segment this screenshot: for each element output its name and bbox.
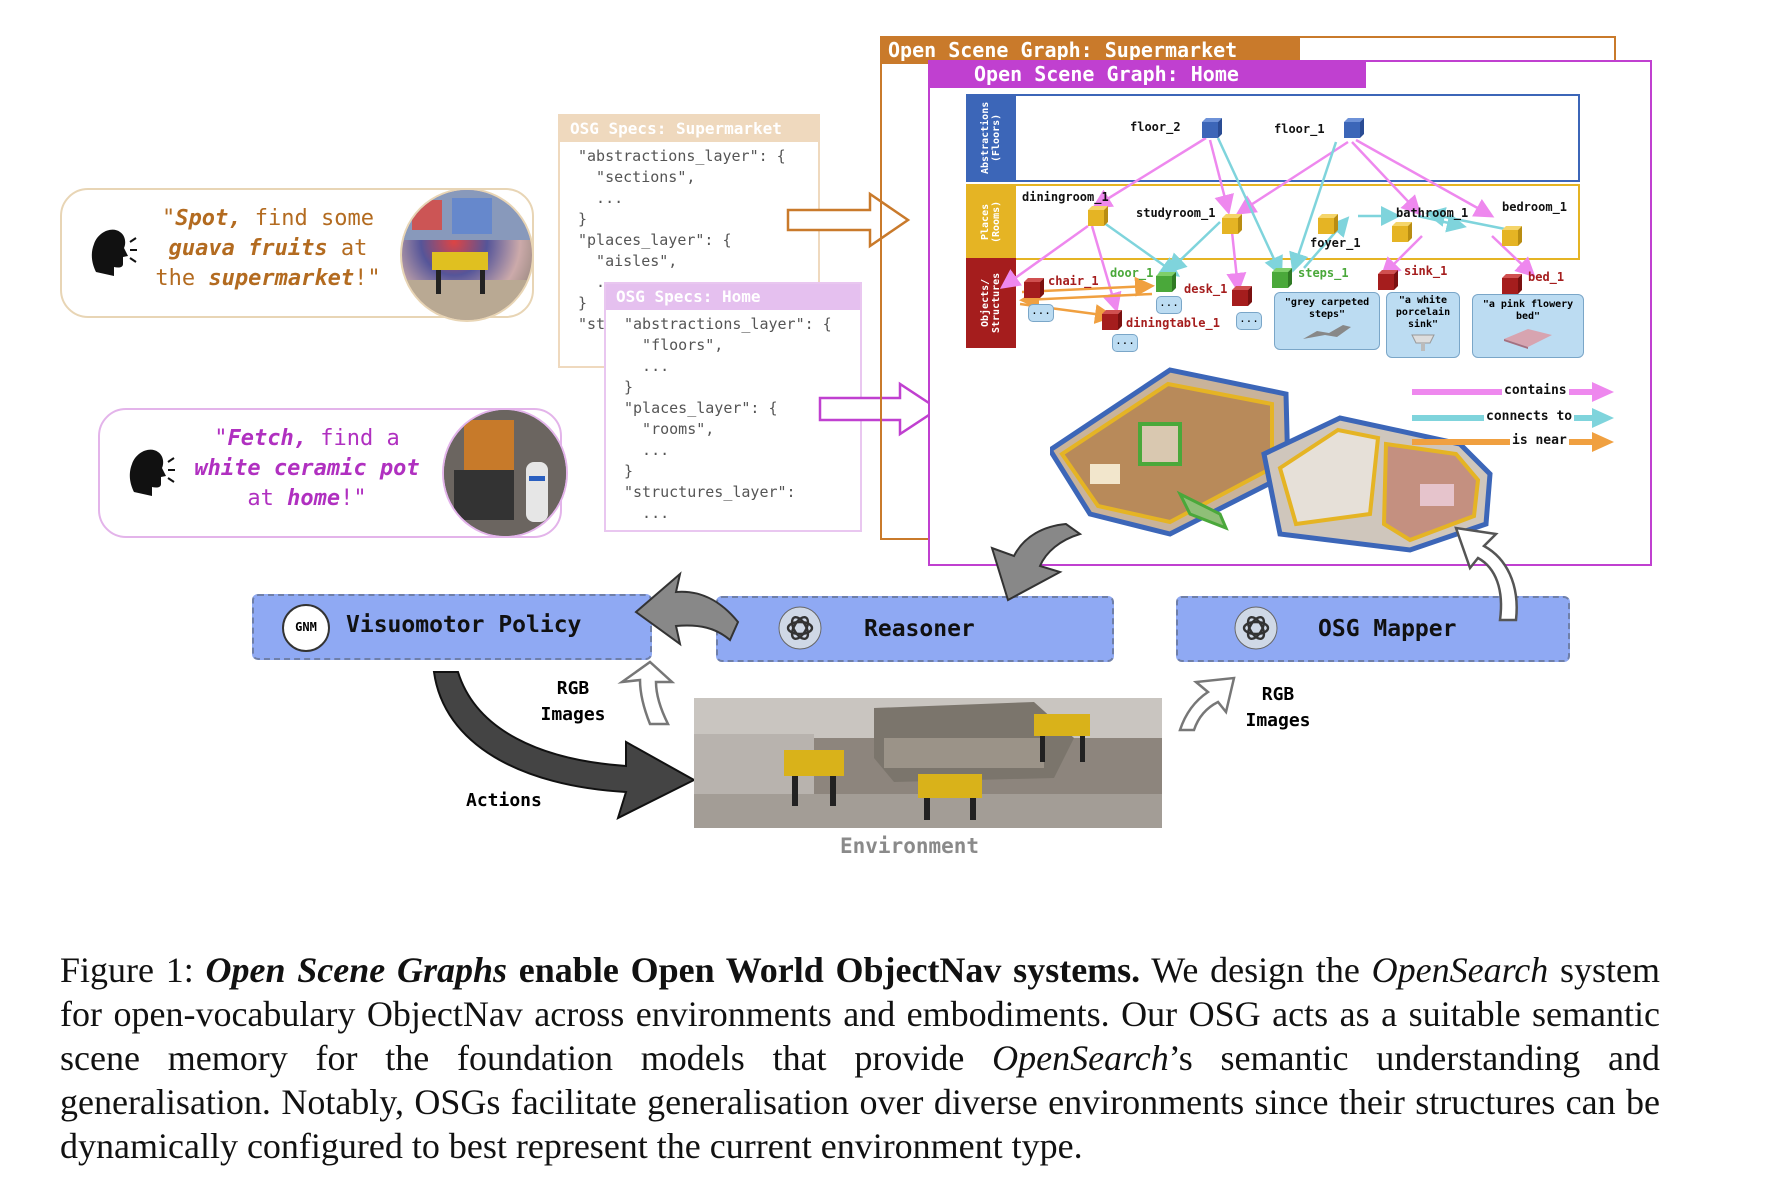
speaking-head-icon (129, 449, 175, 496)
visuomotor-policy-label: Visuomotor Policy (346, 612, 582, 638)
supermarket-robot-photo (400, 188, 534, 322)
osg-specs-supermarket-title: OSG Specs: Supermarket (560, 116, 818, 142)
foyer-1-label: foyer_1 (1310, 236, 1361, 250)
sink-1-label: sink_1 (1404, 264, 1448, 278)
speaking-head-icon (91, 229, 137, 276)
actions-label: Actions (466, 790, 542, 811)
flow-arrows (432, 522, 1518, 820)
desk-1-label: desk_1 (1184, 282, 1228, 296)
studyroom-1-label: studyroom_1 (1136, 206, 1216, 220)
visuomotor-policy-module: GNM Visuomotor Policy (252, 594, 652, 660)
bed-1-cube (1502, 274, 1522, 294)
steps-thumbnail (1303, 325, 1351, 339)
steps-1-label: steps_1 (1298, 266, 1349, 280)
diningtable-1-details: ... (1112, 334, 1138, 352)
bathroom-1-cube (1392, 222, 1412, 242)
bedroom-1-label: bedroom_1 (1502, 200, 1568, 214)
openai-logo-icon (1234, 606, 1278, 650)
bed-thumbnail (1504, 329, 1552, 349)
osg-mapper-label: OSG Mapper (1318, 616, 1457, 642)
chair-1-details: ... (1028, 304, 1054, 322)
chair-1-label: chair_1 (1048, 274, 1099, 288)
bedroom-1-cube (1502, 226, 1522, 246)
openai-logo-icon (778, 606, 822, 650)
foyer-1-cube (1318, 214, 1338, 234)
bathroom-1-label: bathroom_1 (1396, 206, 1469, 220)
floor-2-cube (1202, 118, 1222, 138)
door-1-details: ... (1156, 296, 1182, 314)
spec-to-graph-arrows (786, 191, 941, 437)
osg-supermarket-title: Open Scene Graph: Supermarket (880, 36, 1300, 64)
door-1-label: door_1 (1110, 266, 1154, 280)
sink-thumbnail (1411, 334, 1435, 351)
reasoner-module: Reasoner (716, 596, 1114, 662)
floor-2-label: floor_2 (1130, 120, 1181, 134)
osg-mapper-module: OSG Mapper (1176, 596, 1570, 662)
sink-description: "a white porcelain sink" (1386, 292, 1460, 358)
supermarket-request-text: "Spot, find some guava fruits at the sup… (155, 206, 381, 291)
environment-photo (694, 698, 1162, 828)
diningroom-1-label: diningroom_1 (1022, 190, 1109, 204)
osg-specs-home-body: "abstractions_layer": { "floors", ... } … (624, 315, 832, 522)
osg-home-title: Open Scene Graph: Home (928, 60, 1366, 88)
floor-1-cube (1344, 118, 1364, 138)
osg-specs-supermarket-body: "abstractions_layer": { "sections", ... … (578, 147, 786, 333)
legend-near: is near (1510, 433, 1569, 448)
legend-connects: connects to (1484, 409, 1575, 424)
home-3d-floorplan (1050, 367, 1493, 553)
bed-description: "a pink flowery bed" (1472, 294, 1584, 358)
figure-caption: Figure 1: Open Scene Graphs enable Open … (60, 950, 1660, 1166)
steps-description: "grey carpeted steps" (1274, 292, 1380, 350)
gnm-logo-icon: GNM (282, 604, 330, 652)
desk-1-cube (1232, 286, 1252, 306)
steps-1-cube (1272, 268, 1292, 288)
diningroom-1-cube (1088, 206, 1108, 226)
bed-1-label: bed_1 (1528, 270, 1565, 284)
legend-contains: contains (1502, 383, 1569, 398)
graph-edges (999, 136, 1536, 324)
environment-label: Environment (840, 834, 980, 858)
diningtable-1-cube (1102, 310, 1122, 330)
osg-specs-home-title: OSG Specs: Home (606, 284, 860, 310)
door-1-cube (1156, 272, 1176, 292)
floor-1-label: floor_1 (1274, 122, 1325, 136)
sink-1-cube (1378, 270, 1398, 290)
desk-1-details: ... (1236, 312, 1262, 330)
home-robot-photo (442, 408, 568, 538)
home-request-text: "Fetch, find a white ceramic pot at home… (194, 426, 420, 511)
chair-1-cube (1024, 278, 1044, 298)
diningtable-1-label: diningtable_1 (1126, 316, 1220, 330)
studyroom-1-cube (1222, 214, 1242, 234)
edge-legend: contains connects to is near (1408, 380, 1620, 454)
reasoner-label: Reasoner (864, 616, 975, 642)
